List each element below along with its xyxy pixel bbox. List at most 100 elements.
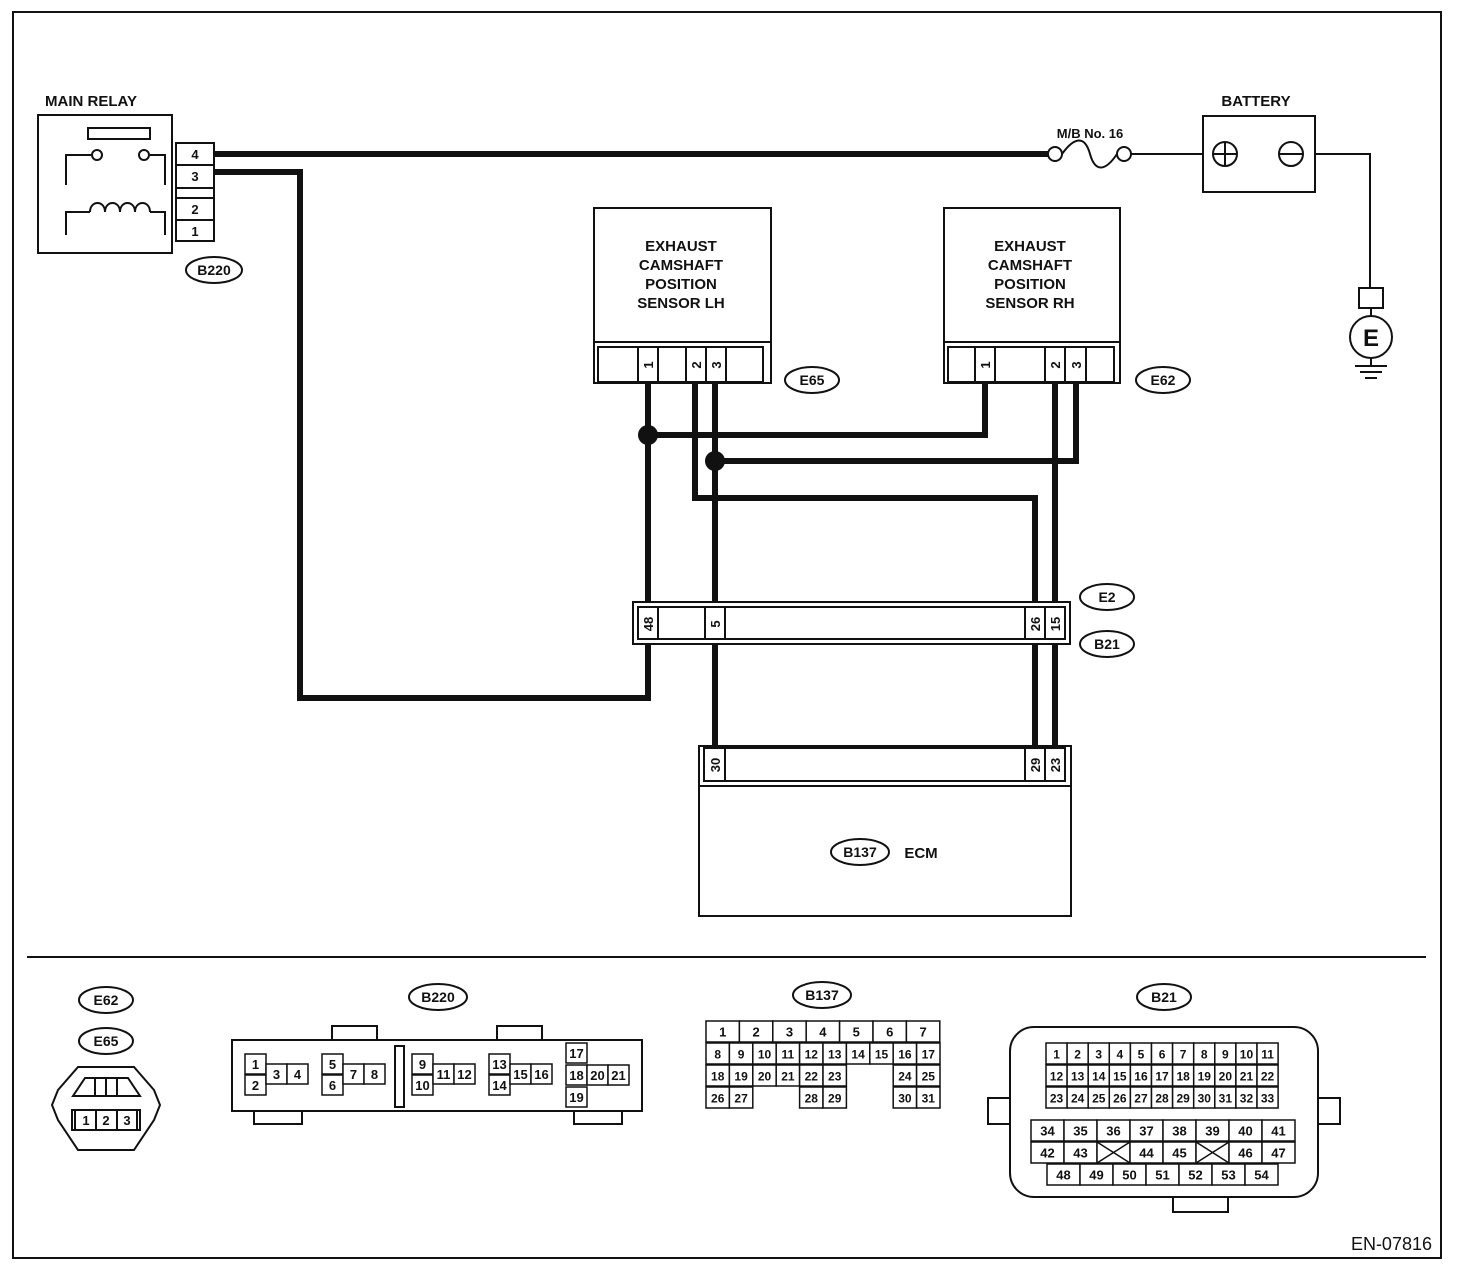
relay-pin-2: 2 (191, 202, 198, 217)
e2-connector-badge (1079, 583, 1135, 611)
diagram-frame (12, 11, 1442, 1259)
joint-pin-15: 15 (1048, 617, 1063, 631)
pin-number: 5 (853, 1025, 860, 1040)
pin-number: 17 (569, 1046, 583, 1061)
face-b220-label: B220 (421, 989, 455, 1005)
battery-label: BATTERY (1221, 93, 1290, 110)
pin-number: 25 (922, 1070, 936, 1084)
b21-badge-label: B21 (1094, 636, 1120, 652)
pin-cell (321, 1074, 344, 1096)
pin-number: 10 (758, 1048, 772, 1062)
pin-number: 7 (919, 1025, 926, 1040)
pin-number: 41 (1271, 1124, 1285, 1139)
pin-number: 36 (1106, 1124, 1120, 1139)
pin-number: 7 (1180, 1048, 1187, 1062)
main-relay-label: MAIN RELAY (45, 93, 137, 110)
sensor-lh-line-3: POSITION (645, 276, 717, 293)
pin-number: 12 (457, 1067, 471, 1082)
pin-number: 8 (371, 1067, 378, 1082)
pin-number: 5 (1138, 1048, 1145, 1062)
b137-face: B137 (792, 981, 852, 1009)
pin-number: 54 (1254, 1168, 1269, 1183)
joint-pin-26: 26 (1028, 617, 1043, 631)
sensor-lh-line-1: EXHAUST (645, 238, 717, 255)
pin-number: 21 (611, 1068, 625, 1083)
sensor-rh-line-4: SENSOR RH (985, 295, 1074, 312)
b220-connector-badge (185, 256, 243, 284)
pin-number: 13 (492, 1057, 506, 1072)
ground: E (1349, 287, 1393, 379)
pin-number: 7 (350, 1067, 357, 1082)
battery: BATTERY (1202, 93, 1316, 193)
pin-cell (363, 1063, 386, 1085)
pin-cell (565, 1042, 588, 1064)
pin-number: 21 (1240, 1070, 1254, 1084)
unused-pin-mark (1195, 1141, 1230, 1164)
face-e65-badge (78, 1027, 134, 1055)
fuse-label: M/B No. 16 (1057, 126, 1123, 141)
pin-number: 50 (1122, 1168, 1136, 1183)
pin-number: 17 (922, 1048, 936, 1062)
b21-connector-badge (1079, 630, 1135, 658)
sensor-rh-line-2: CAMSHAFT (988, 257, 1072, 274)
pin-number: 31 (922, 1092, 936, 1106)
pin-cell (530, 1063, 553, 1085)
pin-number: 4 (1117, 1048, 1124, 1062)
pin-number: 3 (273, 1067, 280, 1082)
pin-number: 10 (415, 1078, 429, 1093)
pin-cell (915, 1042, 941, 1065)
relay-contact-bar (87, 127, 151, 140)
pin-number: 24 (1071, 1092, 1085, 1106)
pin-number: 18 (1176, 1070, 1190, 1084)
pin-number: 48 (1056, 1168, 1070, 1183)
pin-number: 11 (1261, 1048, 1274, 1062)
pin-number: 15 (513, 1067, 527, 1082)
pin-number: 49 (1089, 1168, 1103, 1183)
pin-number: 11 (437, 1067, 451, 1082)
pin-number: 16 (898, 1048, 912, 1062)
relay-pin-1: 1 (191, 224, 198, 239)
pin-number: 28 (805, 1092, 819, 1106)
pin-number: 31 (1219, 1092, 1233, 1106)
pin-cell (453, 1063, 476, 1085)
e65-pin-3: 3 (709, 361, 724, 368)
pin-number: 46 (1238, 1146, 1252, 1161)
pin-number: 4 (819, 1025, 827, 1040)
pin-cell (1256, 1064, 1279, 1087)
pin-cell (915, 1086, 941, 1109)
pin-number: 18 (711, 1070, 725, 1084)
b137-connector-badge (830, 838, 890, 866)
pin-number: 20 (758, 1070, 772, 1084)
pin-number: 43 (1073, 1146, 1087, 1161)
b220-badge-label: B220 (197, 262, 231, 278)
pin-number: 1 (252, 1057, 259, 1072)
pin-number: 27 (1134, 1092, 1148, 1106)
sensor-lh-line-2: CAMSHAFT (639, 257, 723, 274)
ecm-pin-29: 29 (1028, 758, 1043, 772)
pin-number: 53 (1221, 1168, 1235, 1183)
pin-number: 32 (1240, 1092, 1254, 1106)
pin-number: 14 (851, 1048, 865, 1062)
pin-cell (286, 1063, 309, 1085)
pin-number: 38 (1172, 1124, 1186, 1139)
e62-badge-label: E62 (1151, 372, 1176, 388)
pin-number: 26 (711, 1092, 725, 1106)
pin-number: 30 (1198, 1092, 1212, 1106)
splice-point-1 (638, 425, 658, 445)
pin-number: 4 (294, 1067, 302, 1082)
pin-number: 2 (1074, 1048, 1081, 1062)
e65-connector-badge (784, 366, 840, 394)
pin-number: 19 (569, 1090, 583, 1105)
main-relay: MAIN RELAY 4 3 2 1 B220 (37, 93, 243, 284)
pin-cell (411, 1074, 434, 1096)
fuse: M/B No. 16 (1047, 126, 1132, 169)
pin-cell (1261, 1141, 1296, 1164)
pin-cell (1244, 1163, 1279, 1186)
sensor-rh: EXHAUST CAMSHAFT POSITION SENSOR RH 1 2 … (943, 207, 1191, 394)
splice-point-2 (705, 451, 725, 471)
wire-e65pin2-joint26 (692, 382, 1038, 603)
pin-number: 34 (1040, 1124, 1055, 1139)
